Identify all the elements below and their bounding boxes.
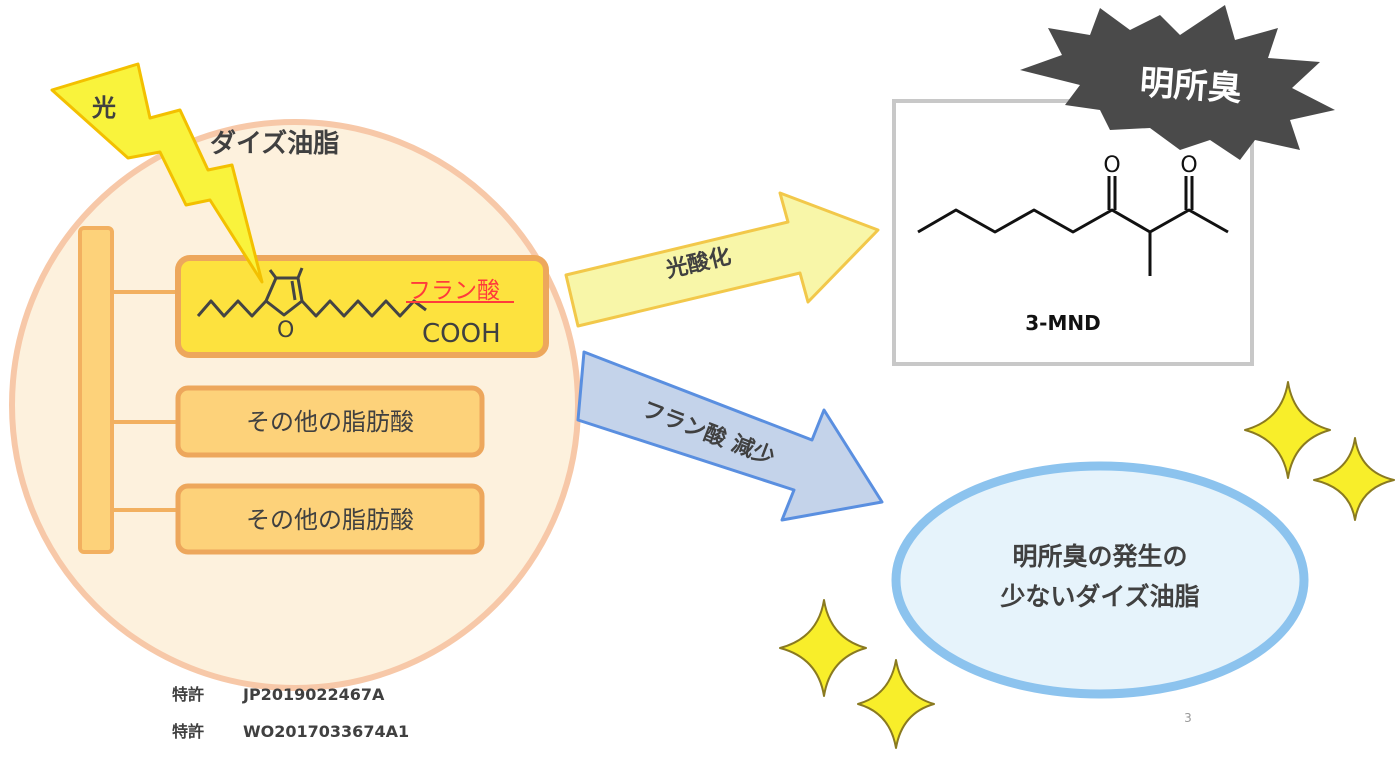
svg-text:明所臭: 明所臭 <box>1138 63 1243 110</box>
sparkle-icon <box>857 659 935 749</box>
other-fatty-acid-box-1: その他の脂肪酸 <box>175 385 485 458</box>
patent-label: 特許 <box>172 685 204 704</box>
sparkle-icon <box>1244 381 1331 479</box>
compound-name: 3-MND <box>1025 311 1100 335</box>
light-label: 光 <box>91 94 116 122</box>
result-ellipse: 明所臭の発生の 少ないダイズ油脂 <box>891 461 1309 699</box>
lightning-bolt-icon <box>50 62 264 284</box>
3-mnd-structure <box>917 176 1229 276</box>
cooh-label: COOH <box>422 319 501 349</box>
furan-fatty-acid-structure <box>196 267 427 318</box>
furan-decrease-arrow: フラン酸 減少 <box>576 350 884 522</box>
page-number: 3 <box>1184 711 1192 725</box>
carbonyl-oxygen: O <box>1103 153 1120 178</box>
patent-label: 特許 <box>172 722 204 741</box>
furan-ring-oxygen: O <box>277 318 294 343</box>
oil-title: ダイズ油脂 <box>210 128 339 159</box>
patent-number: JP2019022467A <box>242 685 385 704</box>
svg-text:その他の脂肪酸: その他の脂肪酸 <box>246 408 414 436</box>
glycerol-backbone <box>78 226 114 554</box>
patent-number: WO2017033674A1 <box>243 722 409 741</box>
photooxidation-arrow: 光酸化 <box>564 191 880 328</box>
patent-list: 特許 JP2019022467A 特許 WO2017033674A1 <box>172 685 409 741</box>
furan-acid-box: O フラン酸 COOH <box>175 255 549 358</box>
svg-text:少ないダイズ油脂: 少ないダイズ油脂 <box>999 582 1199 611</box>
sparkle-icon <box>1313 437 1395 521</box>
svg-text:その他の脂肪酸: その他の脂肪酸 <box>246 506 414 534</box>
connectors <box>112 290 180 512</box>
carbonyl-oxygen: O <box>1180 153 1197 178</box>
other-fatty-acid-box-2: その他の脂肪酸 <box>175 483 485 555</box>
sparkle-icon <box>779 599 867 697</box>
svg-text:明所臭の発生の: 明所臭の発生の <box>1012 542 1187 571</box>
off-flavor-burst: 明所臭 <box>1020 5 1335 160</box>
furan-acid-label: フラン酸 <box>408 278 500 304</box>
